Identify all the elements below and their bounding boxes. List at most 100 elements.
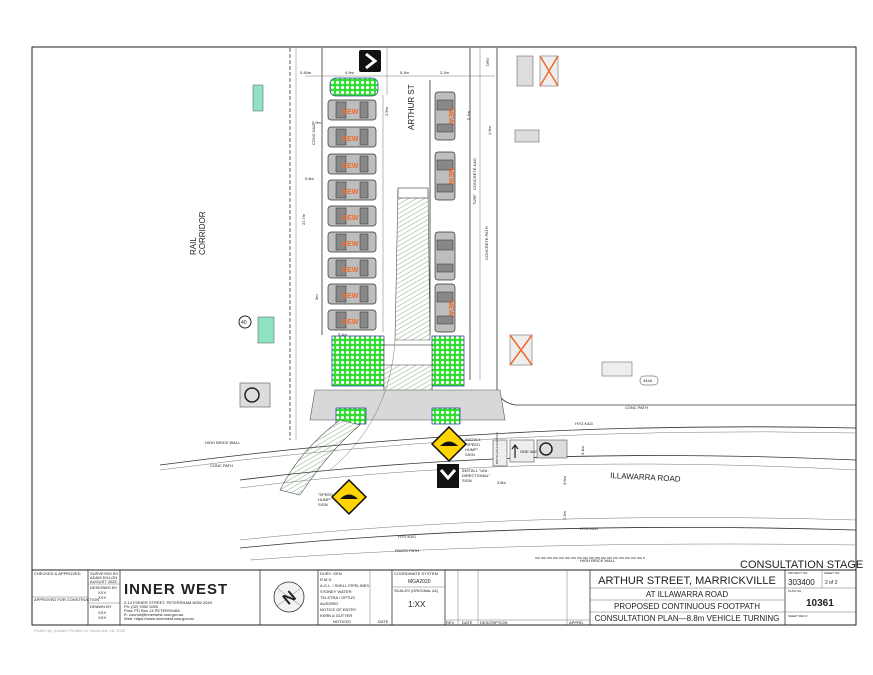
rail-corridor-label: RAILCORRIDOR (189, 211, 207, 255)
project-no-label: PROJECT NO. (788, 571, 808, 575)
garden-bed-east (431, 335, 465, 387)
parking-sign-icon (514, 129, 540, 143)
drawer: XXX (98, 610, 106, 615)
svg-text:5.4m: 5.4m (338, 332, 348, 337)
drawing-subtitle: PROPOSED CONTINUOUS FOOTPATH (614, 602, 760, 611)
scale: 1:XX (408, 600, 426, 609)
checked-approved-label: CHECKED & APPROVED (34, 571, 81, 576)
north-arrow-icon: N (273, 581, 305, 613)
garden-bed-west (331, 335, 385, 387)
svg-text:KERB & GUTTER: KERB & GUTTER (320, 613, 352, 618)
svg-text:SYDNEY WATER: SYDNEY WATER (320, 589, 352, 594)
concrete-path-label: CONCRETE PATH (484, 226, 489, 260)
turf-label: TURF (472, 194, 477, 205)
svg-text:3.6m: 3.6m (562, 475, 567, 485)
one-way-sign-group: BICYCLES EXCEPTED ONE WAY (492, 431, 568, 467)
svg-text:BICYCLES EXCEPTED: BICYCLES EXCEPTED (495, 431, 499, 464)
svg-text:40: 40 (241, 320, 247, 326)
svg-text:DATE: DATE (462, 620, 473, 625)
svg-text:NOTICE OF ENTRY: NOTICE OF ENTRY (320, 607, 357, 612)
htg-kb-label: HTG K&G (398, 534, 416, 539)
removed-sign-icon (539, 55, 559, 87)
speed-hump-sign-icon (430, 425, 468, 463)
svg-text:NEW: NEW (342, 136, 359, 143)
drawing-title: ARTHUR STREET, MARRICKVILLE (598, 575, 776, 587)
svg-text:NEW: NEW (447, 168, 454, 185)
coordinate-system: MGA2020 (408, 579, 431, 585)
svg-text:NEW: NEW (342, 163, 359, 170)
sheet-no-label: SHEET NO. (824, 571, 840, 575)
svg-text:1.9m: 1.9m (487, 125, 492, 135)
svg-text:2.2m: 2.2m (562, 510, 567, 520)
drawing-subtitle: AT ILLAWARRA ROAD (646, 590, 728, 599)
svg-text:AUSGRID: AUSGRID (320, 601, 338, 606)
svg-text:NEW: NEW (342, 109, 359, 116)
plan-no-label: PLAN NO. (788, 589, 802, 593)
svg-text:0.9m: 0.9m (312, 120, 322, 125)
arthur-st-label: ARTHUR ST (407, 84, 416, 130)
revision-headers: REV. DATE DESCRIPTION APPRD. (446, 620, 584, 625)
svg-text:NEW: NEW (342, 215, 359, 222)
unidirectional-sign-icon (437, 464, 459, 488)
svg-text:REV.: REV. (446, 620, 455, 625)
continuous-footpath-ramp (394, 189, 431, 341)
svg-text:APPRD.: APPRD. (569, 620, 584, 625)
speed-hump-sign-icon (330, 478, 368, 516)
speed-40-sign-icon: 40 (238, 315, 252, 329)
svg-text:2.2m: 2.2m (440, 70, 450, 75)
drawing-subtitle: CONSULTATION PLAN—8.8m VEHICLE TURNING (595, 614, 780, 623)
htg-kb-label: HTG K&G (575, 421, 593, 426)
svg-text:NEW: NEW (342, 293, 359, 300)
illawarra-road-label: ILLAWARRA ROAD (610, 471, 681, 484)
parked-cars-east: NEW NEW NEW (434, 91, 456, 333)
garden-bed (329, 77, 379, 97)
svg-text:3m: 3m (314, 294, 319, 300)
plan-no: 10361 (806, 598, 834, 609)
svg-text:NEW: NEW (342, 267, 359, 274)
svg-text:0.8m: 0.8m (305, 176, 315, 181)
svg-text:A.G.L. / SHELL PIPELINES: A.G.L. / SHELL PIPELINES (320, 583, 369, 588)
drawer: XXX (98, 615, 106, 620)
parking-sign-icon (252, 84, 264, 112)
approved-construction-label: APPROVED FOR CONSTRUCTION (34, 597, 99, 602)
survey-date: AUGUST 2025 (90, 579, 117, 584)
removed-sign-icon (509, 334, 533, 366)
drawn-by-label: DRAWN BY (90, 604, 112, 609)
svg-text:DATE: DATE (378, 619, 389, 624)
svg-text:R.M.S.: R.M.S. (320, 577, 332, 582)
parking-sign-icon (257, 316, 275, 344)
svg-text:NEW: NEW (342, 319, 359, 326)
conc-path-label: CONC PATH (210, 463, 233, 468)
designer: XXX (98, 590, 106, 595)
conc-path-label: CONC PATH (625, 405, 648, 410)
svg-text:3.4m: 3.4m (580, 445, 585, 455)
svg-text:22.7m: 22.7m (301, 213, 306, 225)
svg-text:5.3m: 5.3m (400, 70, 410, 75)
project-no: 303400 (788, 578, 815, 587)
driveway-label: DRV (485, 57, 490, 66)
svg-text:4.9m: 4.9m (345, 70, 355, 75)
council-logo: INNER WEST (124, 581, 228, 598)
car-bay-width-dimension: 2.5m (384, 106, 389, 116)
svg-text:DURY. GEN.: DURY. GEN. (320, 571, 343, 576)
no-turn-sign-icon (239, 382, 271, 408)
parking-sign-icon (516, 55, 534, 87)
svg-text:0.45m: 0.45m (300, 70, 312, 75)
install-unidirectional-note: INSTALL "UNI-DIRECTIONAL"SIGN (462, 468, 491, 483)
sheet-rev-label: SHEET REV # (788, 614, 808, 618)
svg-text:NEW: NEW (447, 108, 454, 125)
rail-corridor-boundary (289, 48, 323, 440)
no-stopping-sign-icon (601, 361, 633, 377)
surveyed-by-label: SURVEYED BY (90, 571, 119, 576)
svg-text:ONE WAY: ONE WAY (520, 449, 539, 454)
parked-cars-west: NEW NEW NEW NEW NEW NEW NEW NEW NEW (327, 99, 377, 331)
chevron-sign-icon (359, 50, 381, 72)
turning-path (279, 419, 361, 496)
title-block (31, 569, 857, 626)
scales-label: SCALES (ORIGINAL A1) (394, 588, 439, 593)
paved-path-label: PAVED PATH (395, 548, 419, 553)
designed-by-label: DESIGNED BY (90, 585, 118, 590)
